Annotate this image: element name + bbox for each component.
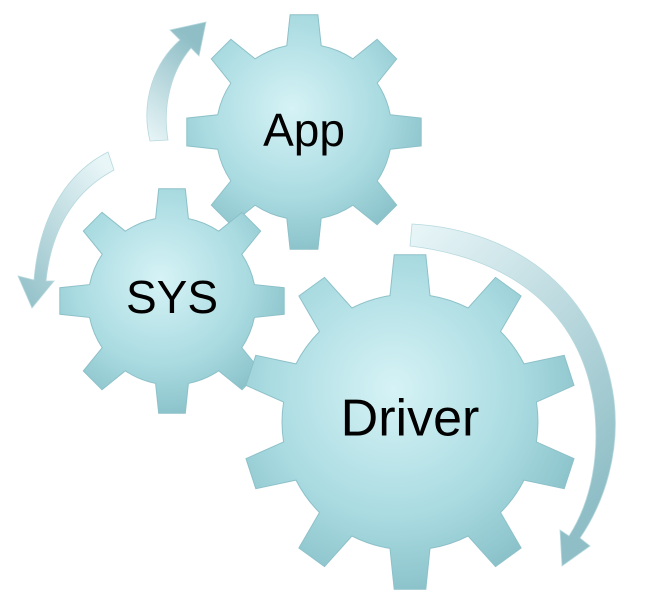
gear-sys: SYS <box>59 188 285 414</box>
gear-driver: Driver <box>245 254 575 590</box>
driver-gear-icon <box>245 254 575 590</box>
app-cycle-arrow <box>146 21 207 142</box>
app-label: App <box>263 104 345 156</box>
sys-gear-icon <box>59 188 285 414</box>
sys-cycle-arrow <box>17 151 115 309</box>
app-gear-icon <box>186 14 422 250</box>
driver-label: Driver <box>341 390 480 448</box>
sys-label: SYS <box>126 271 218 323</box>
gear-app: App <box>186 14 422 250</box>
driver-cycle-arrow <box>409 223 616 567</box>
